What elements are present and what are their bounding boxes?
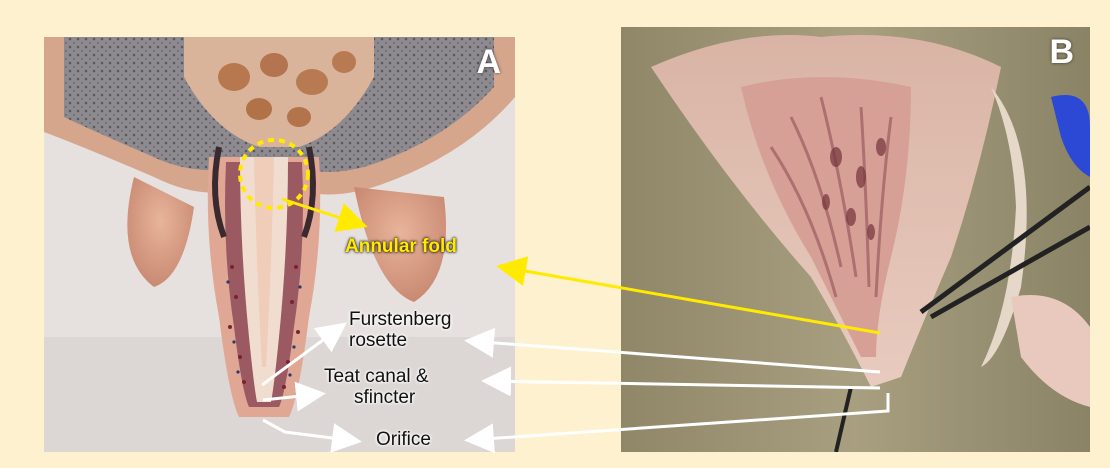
panel-a-letter: A [476, 43, 501, 82]
teat-canal-label-line2: sfincter [324, 387, 429, 408]
furstenberg-label-line1: Furstenberg [349, 309, 451, 330]
panel-b-dissected-teat-photo: B [621, 27, 1090, 452]
panel-b-letter: B [1049, 33, 1074, 72]
annular-fold-label: Annular fold [345, 236, 457, 257]
dissected-teat-illustration [621, 27, 1090, 452]
teat-canal-label-line1: Teat canal & [324, 366, 429, 387]
orifice-label: Orifice [376, 429, 431, 450]
teat-canal-label: Teat canal & sfincter [324, 366, 429, 408]
furstenberg-label-line2: rosette [349, 330, 451, 351]
furstenberg-rosette-label: Furstenberg rosette [349, 309, 451, 351]
